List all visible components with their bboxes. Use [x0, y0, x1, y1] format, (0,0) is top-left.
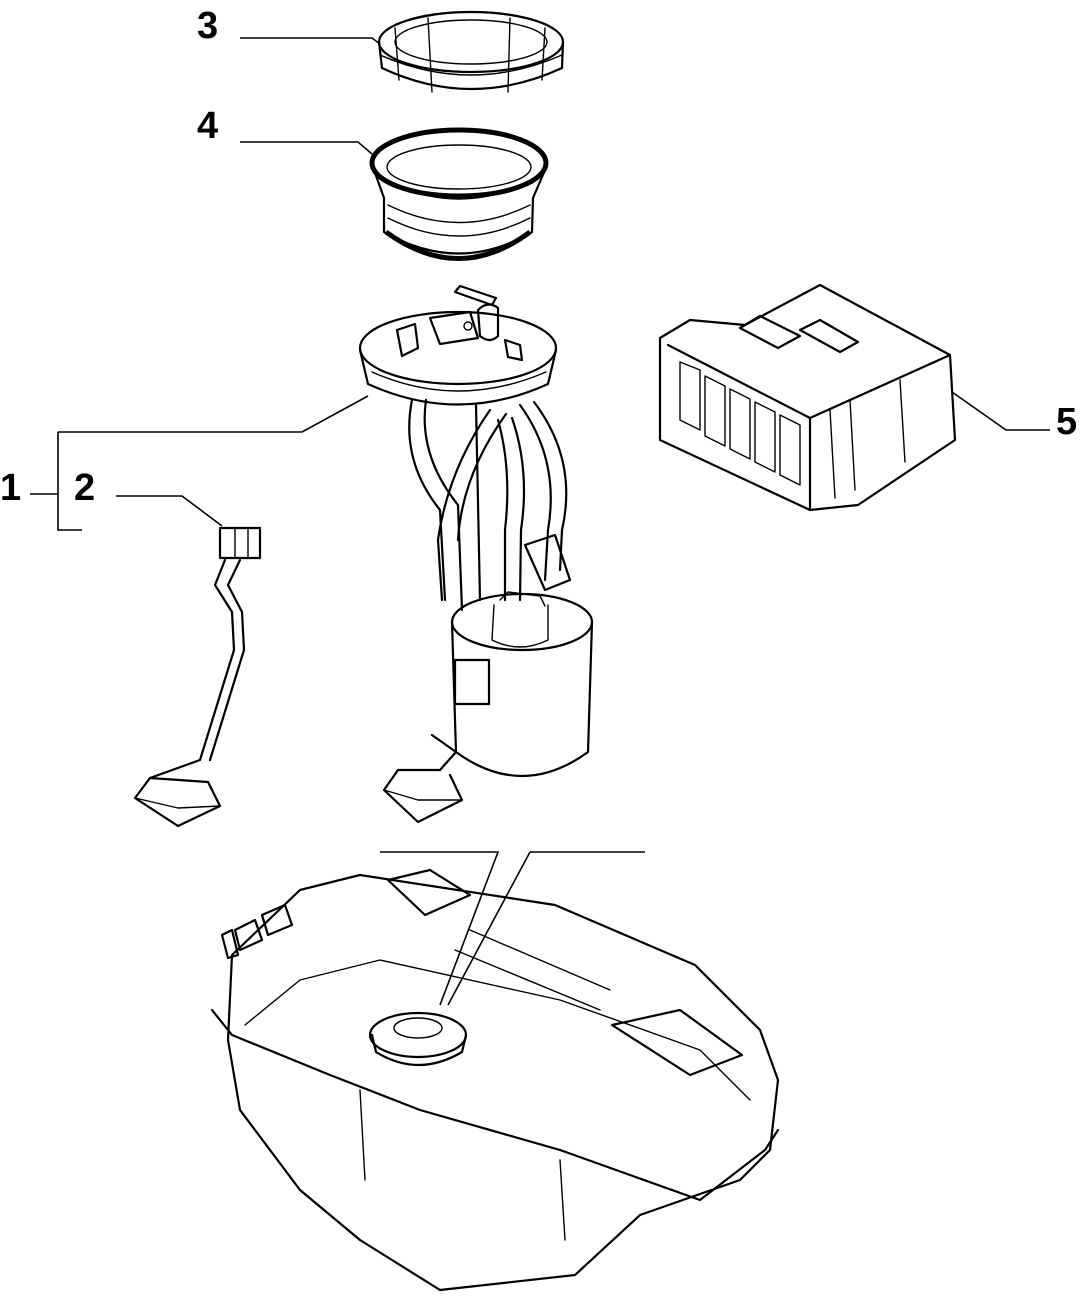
leader-line-4	[240, 141, 373, 155]
fuel-tank-part	[210, 868, 780, 1292]
callout-label-2: 2	[74, 467, 96, 509]
leader-line-5	[951, 391, 1050, 431]
leader-line-tank	[380, 851, 645, 1006]
seal-ring-part	[369, 127, 549, 261]
callout-label-5: 5	[1056, 401, 1078, 443]
callout-label-4: 4	[197, 105, 219, 147]
leader-line-3	[240, 37, 381, 45]
callout-label-1: 1	[0, 467, 22, 509]
electrical-connector-part	[658, 283, 957, 512]
leader-lines	[30, 37, 1050, 1006]
level-sender-part	[133, 526, 262, 828]
callout-label-3: 3	[197, 5, 219, 47]
ring-nut-part	[377, 10, 565, 93]
leader-line-2	[116, 495, 223, 527]
fuel-pump-module-part	[358, 284, 594, 824]
leader-line-1	[30, 395, 369, 531]
